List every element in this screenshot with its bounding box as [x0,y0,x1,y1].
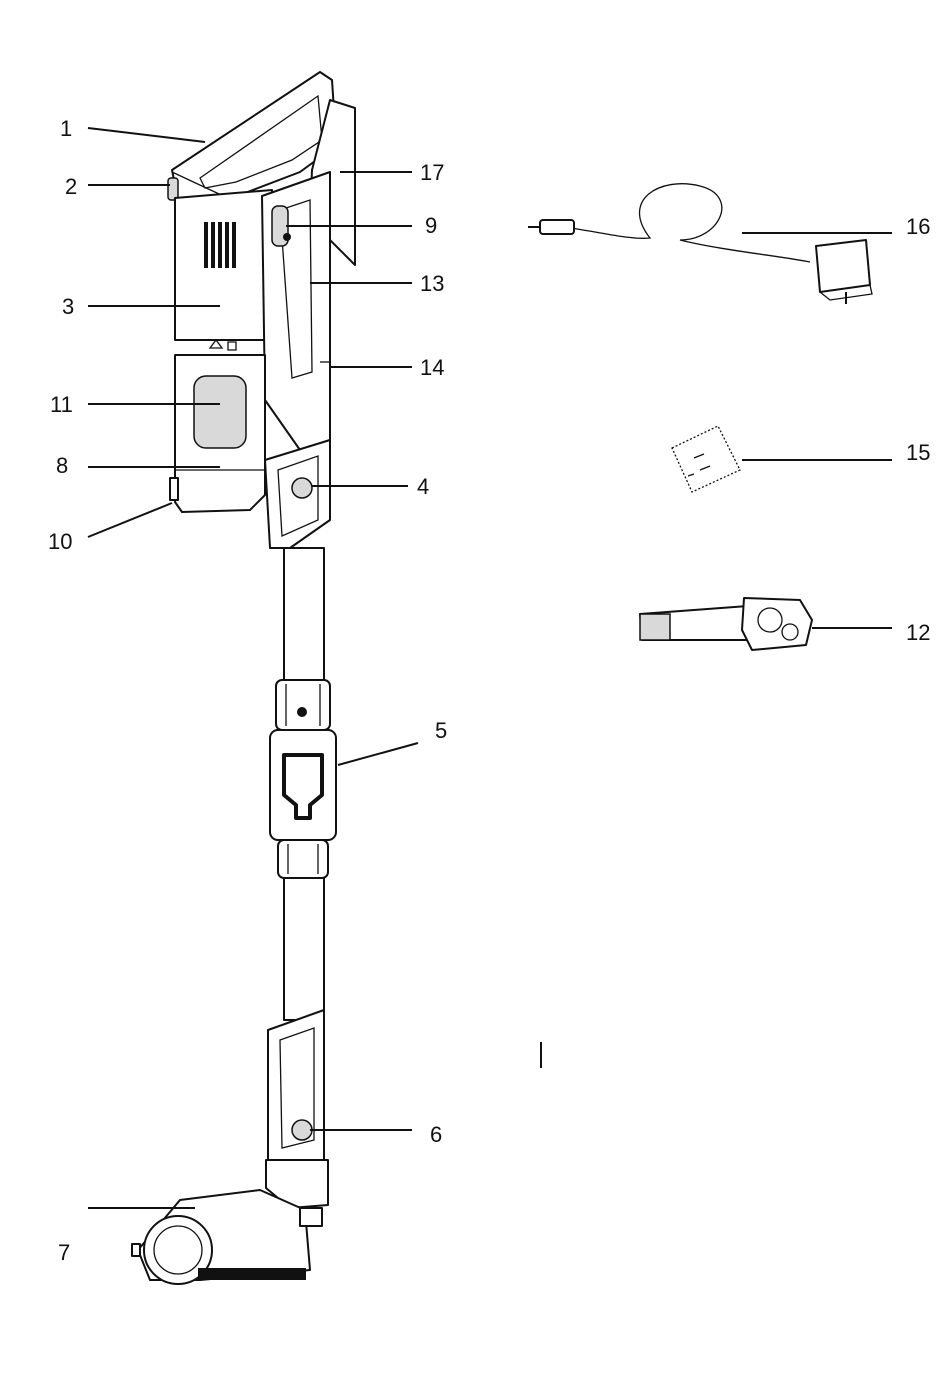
callout-6: 6 [430,1122,442,1147]
callout-10: 10 [48,529,72,554]
cyclone-window [194,376,246,448]
tube-joint [270,680,336,878]
callout-12: 12 [906,620,930,645]
upper-tube [284,548,324,680]
screw-packet [672,426,740,492]
callout-4: 4 [417,474,429,499]
motor-housing [175,190,272,350]
lower-tube [284,878,324,1020]
callout-3: 3 [62,294,74,319]
callout-2: 2 [65,174,77,199]
callout-17: 17 [420,160,444,185]
lower-connector [266,1010,328,1208]
callout-16: 16 [906,214,930,239]
bin-release-latch [170,478,178,500]
crevice-tool [640,598,812,650]
callout-1: 1 [60,116,72,141]
callout-13: 13 [420,271,444,296]
callout-9: 9 [425,213,437,238]
callout-15: 15 [906,440,930,465]
callout-14: 14 [420,355,444,380]
dust-bin [170,355,265,512]
charger-adapter [528,184,872,304]
battery-pack [262,172,330,450]
power-button [168,178,178,200]
upper-connector [265,440,330,548]
callout-11: 11 [50,392,73,417]
callout-8: 8 [56,453,68,478]
callout-7: 7 [58,1240,70,1265]
vacuum-illustration [132,72,355,1284]
callout-5: 5 [435,718,447,743]
floor-brush-head [132,1190,322,1284]
